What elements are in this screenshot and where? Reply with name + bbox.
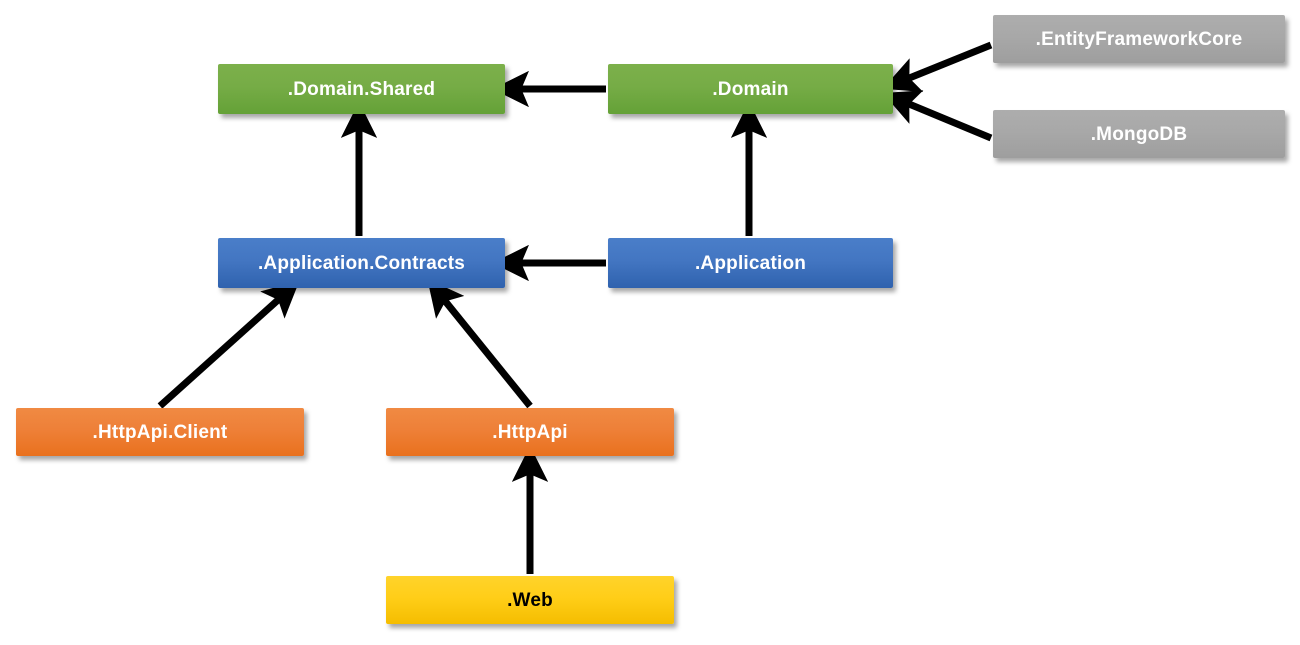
node-httpapi-client[interactable]: .HttpApi.Client (16, 408, 304, 456)
node-label-application-contracts: .Application.Contracts (257, 252, 466, 274)
node-label-domain: .Domain (712, 78, 789, 100)
node-label-entityframeworkcore: .EntityFrameworkCore (1035, 28, 1243, 50)
node-mongodb[interactable]: .MongoDB (993, 110, 1285, 158)
node-entityframeworkcore[interactable]: .EntityFrameworkCore (993, 15, 1285, 63)
node-domain[interactable]: .Domain (608, 64, 893, 114)
node-label-domain-shared: .Domain.Shared (287, 78, 436, 100)
edge-httpapi-client-to-application-contracts (157, 280, 300, 409)
edge-httpapi-to-application-contracts (427, 279, 533, 409)
node-label-mongodb: .MongoDB (1090, 123, 1188, 145)
node-label-httpapi: .HttpApi (492, 421, 568, 443)
node-web[interactable]: .Web (386, 576, 674, 624)
node-httpapi[interactable]: .HttpApi (386, 408, 674, 456)
node-label-application: .Application (694, 252, 807, 274)
node-application[interactable]: .Application (608, 238, 893, 288)
edge-entityframeworkcore-to-domain (882, 41, 993, 93)
node-label-httpapi-client: .HttpApi.Client (92, 421, 228, 443)
node-label-web: .Web (507, 589, 553, 611)
edge-mongodb-to-domain (882, 90, 993, 142)
node-domain-shared[interactable]: .Domain.Shared (218, 64, 505, 114)
node-application-contracts[interactable]: .Application.Contracts (218, 238, 505, 288)
